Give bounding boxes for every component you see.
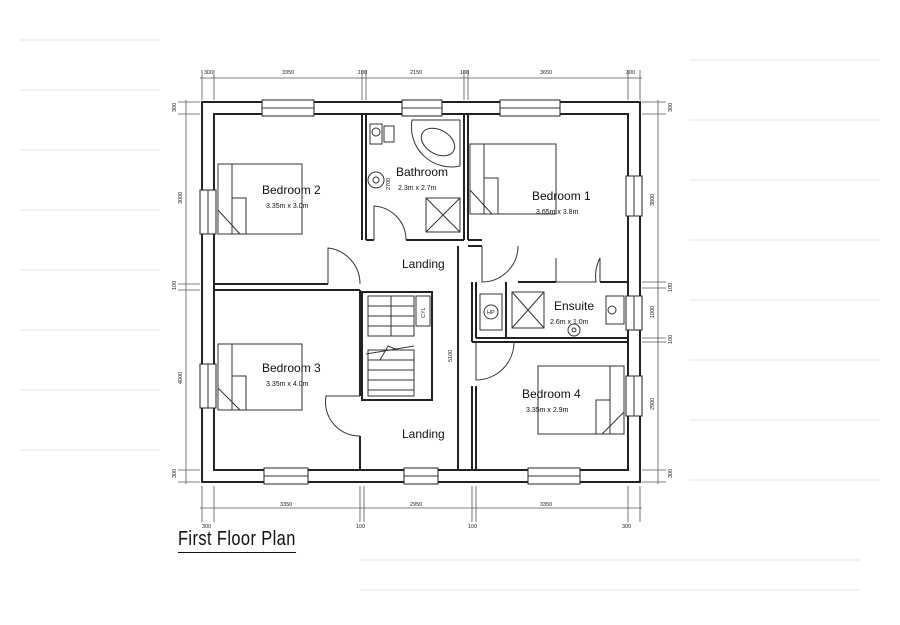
dim-right-0: 300 bbox=[668, 103, 674, 112]
ensuite-toilet bbox=[605, 295, 625, 325]
corner-bath bbox=[410, 119, 461, 168]
dim-right-6: 300 bbox=[668, 469, 674, 478]
bedroom1-size: 3.65m x 3.8m bbox=[536, 209, 579, 216]
toilet bbox=[369, 123, 395, 145]
plan-title: First Floor Plan bbox=[178, 528, 296, 553]
bathroom-name: Bathroom bbox=[396, 165, 448, 179]
bed-bedroom3 bbox=[217, 343, 303, 411]
dim-top-2: 100 bbox=[358, 70, 367, 76]
dim-right-1: 3800 bbox=[650, 194, 656, 206]
staircase: CYL bbox=[365, 295, 431, 397]
dim-bottom-6: 300 bbox=[622, 524, 631, 530]
basin bbox=[367, 171, 385, 189]
dim-left-0: 300 bbox=[172, 103, 178, 112]
window-bottom-right bbox=[527, 467, 581, 485]
dim-right-4: 100 bbox=[668, 335, 674, 344]
dim-left-4: 300 bbox=[172, 469, 178, 478]
dim-right-3: 1000 bbox=[650, 306, 656, 318]
hot-press-label: HP bbox=[487, 310, 495, 316]
dim-bottom-1: 3350 bbox=[280, 502, 292, 508]
bedroom3-size: 3.35m x 4.0m bbox=[266, 381, 309, 388]
dim-bottom-0: 300 bbox=[202, 524, 211, 530]
window-left-bedroom2 bbox=[199, 189, 217, 235]
door-bedroom1 bbox=[481, 245, 519, 283]
outer-walls bbox=[199, 99, 643, 485]
bedroom4-size: 3.35m x 2.9m bbox=[526, 407, 569, 414]
dim-top-5: 3650 bbox=[540, 70, 552, 76]
doors bbox=[324, 205, 601, 437]
bedroom2-name: Bedroom 2 bbox=[262, 183, 321, 197]
background-texture bbox=[20, 39, 880, 591]
ensuite-fixtures: HP bbox=[479, 291, 625, 337]
bathroom-depth-label: 2700 bbox=[386, 178, 392, 190]
door-bathroom bbox=[373, 205, 407, 241]
window-bottom-left bbox=[263, 467, 309, 485]
dim-top-1: 3350 bbox=[282, 70, 294, 76]
ensuite-shower bbox=[511, 291, 545, 329]
dimension-top: 300 3350 100 2150 100 3650 300 bbox=[200, 70, 642, 100]
dimension-right: 300 3800 100 1000 100 2900 300 bbox=[642, 100, 674, 484]
door-bedroom2 bbox=[327, 247, 361, 285]
bed-bedroom4 bbox=[537, 365, 625, 435]
bedroom4-name: Bedroom 4 bbox=[522, 387, 581, 401]
shower-tray bbox=[425, 197, 461, 233]
bathroom-size: 2.3m x 2.7m bbox=[398, 185, 437, 192]
dim-bottom-2: 100 bbox=[356, 524, 365, 530]
dim-top-4: 100 bbox=[460, 70, 469, 76]
bedroom1-name: Bedroom 1 bbox=[532, 189, 591, 203]
window-top-right bbox=[499, 99, 561, 117]
dim-left-2: 100 bbox=[172, 281, 178, 290]
window-left-bedroom3 bbox=[199, 363, 217, 409]
bed-bedroom1 bbox=[469, 143, 557, 215]
landing-upper-name: Landing bbox=[402, 257, 445, 271]
ensuite-basin bbox=[567, 323, 581, 337]
landing-depth-label: 5100 bbox=[448, 350, 454, 362]
internal-walls bbox=[214, 114, 628, 470]
dim-bottom-5: 3350 bbox=[540, 502, 552, 508]
ensuite-size: 2.6m x 1.0m bbox=[550, 319, 589, 326]
bathroom-fixtures: 2700 bbox=[367, 119, 461, 233]
dim-bottom-4: 100 bbox=[468, 524, 477, 530]
dim-left-3: 4000 bbox=[178, 372, 184, 384]
dim-top-6: 300 bbox=[626, 70, 635, 76]
landing-lower-name: Landing bbox=[402, 427, 445, 441]
door-bedroom4 bbox=[475, 341, 515, 381]
ensuite-name: Ensuite bbox=[554, 299, 594, 313]
door-bedroom3 bbox=[324, 395, 361, 437]
dimension-left: 300 3000 100 4000 300 bbox=[172, 100, 200, 484]
dim-left-1: 3000 bbox=[178, 192, 184, 204]
dim-top-0: 300 bbox=[204, 70, 213, 76]
dim-right-2: 100 bbox=[668, 283, 674, 292]
dim-right-5: 2900 bbox=[650, 398, 656, 410]
window-top-left bbox=[261, 99, 315, 117]
bedroom2-size: 3.35m x 3.0m bbox=[266, 203, 309, 210]
cylinder-label: CYL bbox=[421, 307, 427, 318]
window-bottom-landing bbox=[403, 467, 439, 485]
window-right-ensuite bbox=[625, 295, 643, 331]
dim-bottom-3: 2950 bbox=[410, 502, 422, 508]
window-right-bedroom1 bbox=[625, 175, 643, 217]
bed-bedroom2 bbox=[217, 163, 303, 235]
dimension-bottom: 300 3350 100 2950 100 3350 300 bbox=[200, 486, 642, 530]
door-ensuite bbox=[556, 257, 601, 283]
window-top-bathroom bbox=[401, 99, 443, 117]
dim-top-3: 2150 bbox=[410, 70, 422, 76]
bedroom3-name: Bedroom 3 bbox=[262, 361, 321, 375]
window-right-bedroom4 bbox=[625, 375, 643, 417]
hot-press: HP bbox=[479, 293, 503, 331]
